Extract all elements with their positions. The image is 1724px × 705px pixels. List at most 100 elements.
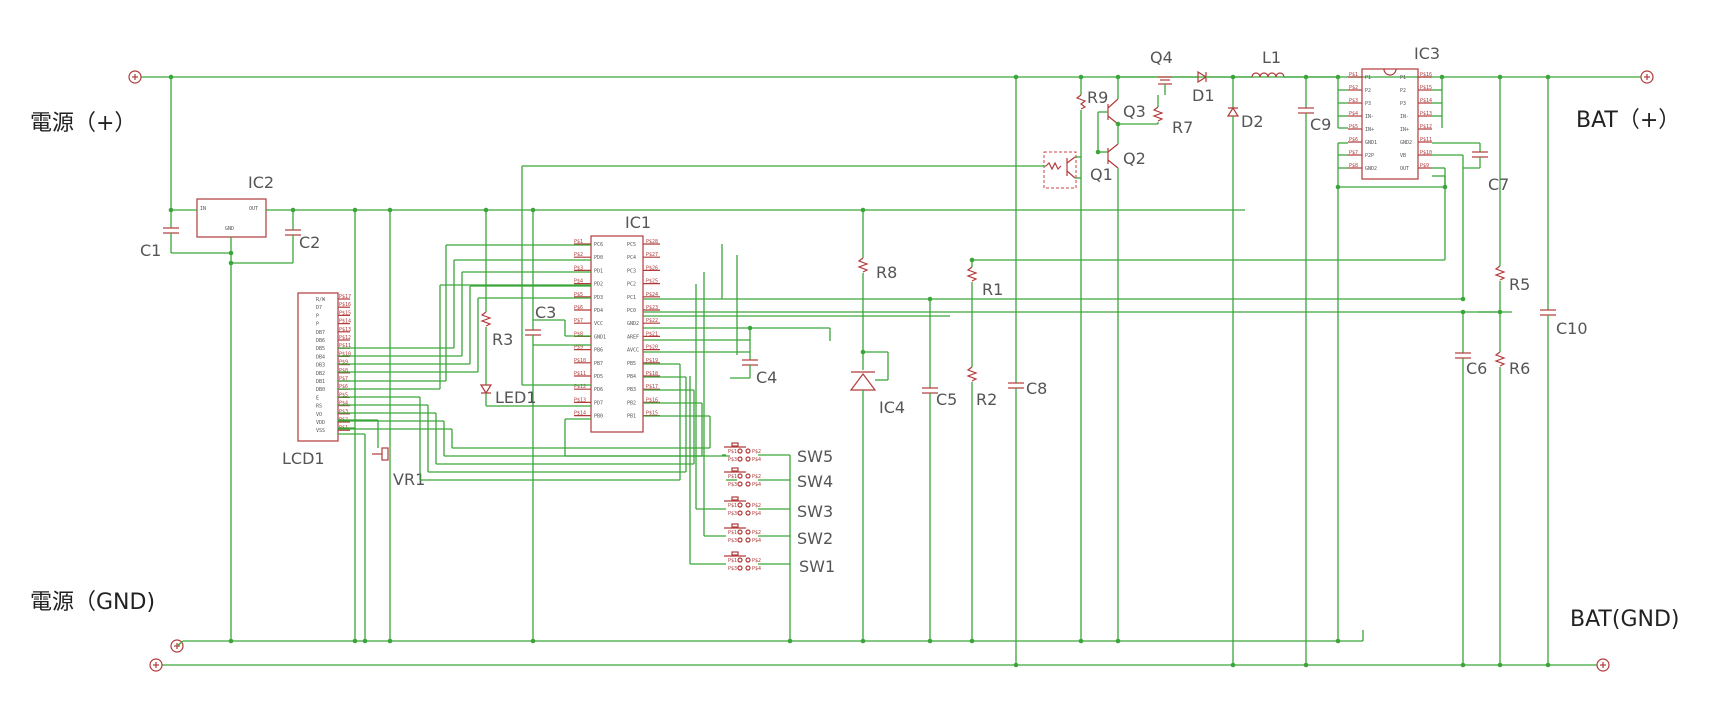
switch-pin: P$3 [728,566,737,572]
d1-diode: D1 [1172,70,1252,105]
switch-actuator [731,467,739,472]
switch-contact [745,510,751,516]
c2-capacitor: C2 [231,210,320,264]
switch-contact [745,502,751,508]
ic3-pin-num: P$12 [1420,124,1432,130]
junction-dot [228,250,234,256]
junction-dot [1078,638,1084,644]
ic1-pin-num: P$16 [646,397,658,403]
ic3-pin-num: P$7 [1349,150,1358,156]
switch-contact [737,473,743,479]
label-vin-plus: 電源（+） [30,111,136,136]
ic1-pin-name: PC3 [627,268,636,274]
sw4-label: SW4 [797,472,833,491]
junction-dot [483,207,489,213]
junction-dot [1335,74,1341,80]
l1-inductor: L1 [1251,48,1338,78]
svg-text:IC3: IC3 [1414,44,1440,63]
switch-pin: P$3 [728,482,737,488]
ic3-pin-name: VB [1400,153,1406,159]
switch-contact [737,529,743,535]
ic3-pin-name: P1 [1365,75,1371,81]
lcd-pin-num: P$11 [339,343,351,349]
ic1-pin-num: P$8 [574,331,583,337]
r9-resistor: R9 [1075,77,1108,641]
ic1-pin-name: PD4 [594,308,603,314]
svg-text:GND: GND [225,226,234,232]
ic1-pin-name: AVCC [627,348,639,354]
ic1-pin-name: PB6 [594,348,603,354]
ic3-pin-name: IN+ [1400,127,1409,133]
ic1-pin-num: P$23 [646,305,658,311]
lcd-pin-num: P$6 [339,384,348,390]
ic3-pin-num: P$6 [1349,137,1358,143]
junction-dot [787,638,793,644]
ic1-pin-num: P$10 [574,358,586,364]
switch-contact [737,557,743,563]
c9-capacitor: C9 [1298,77,1331,665]
ic3-pin-num: P$4 [1349,111,1358,117]
lcd-bus [338,244,730,481]
c1-capacitor: C1 [140,77,231,260]
junction-dot [1460,309,1466,315]
switch-pin: P$4 [752,457,761,463]
junction-dot [860,349,866,355]
lcd-pin-name: DB3 [316,363,325,369]
c7-capacitor: C7 [1463,143,1509,194]
ic3-pin-name: P1 [1400,75,1406,81]
switch-contact [737,565,743,571]
ic1-pin-name: AREF [627,334,639,340]
switch-pin: P$1 [728,474,737,480]
lcd-pin-name: RS [316,404,322,410]
ic1-pin-num: P$6 [574,305,583,311]
junction-dot [1497,662,1503,668]
q3-transistor: Q3 [1097,77,1158,152]
ic3-pin-num: P$15 [1420,85,1432,91]
junction-dot [1013,74,1019,80]
junction-dot [1460,662,1466,668]
ic3-pin-name: IN- [1400,114,1409,120]
ic1-pin-name: PD6 [594,387,603,393]
switch-pin: P$2 [752,503,761,509]
junction-dot [1439,74,1445,80]
ic1-pin-num: P$3 [574,265,583,271]
q4-mosfet: Q4 [1118,48,1173,95]
ic1-pin-num: P$28 [646,239,658,245]
svg-text:C3: C3 [535,303,556,322]
switch-pin: P$4 [752,538,761,544]
junction-dot [1442,184,1448,190]
switch-contact [737,537,743,543]
ic1-pin-num: P$5 [574,292,583,298]
ic2-regulator: IN OUT GND IC2 [171,173,1245,641]
junction-dot [1497,309,1503,315]
ic1-pin-num: P$14 [574,411,586,417]
sw3-label: SW3 [797,502,833,521]
junction-dot [860,638,866,644]
svg-text:R5: R5 [1509,275,1530,294]
ic1-pin-num: P$11 [574,371,586,377]
svg-text:OUT: OUT [249,206,258,212]
ic1-mcu: PC6P$1PD0P$2PD1P$3PD2P$4PD3P$5PD4P$6VCCP… [574,213,660,433]
ic3-charger: P1P$1P2P$2P3P$3IN-P$4IN+P$5GND1P$6P2PP$7… [1337,44,1480,641]
switch-pin: P$1 [728,558,737,564]
junction-dot [1095,149,1101,155]
ic1-pin-num: P$27 [646,252,658,258]
switch-contact [745,529,751,535]
junction-dot [860,207,866,213]
ic1-pin-name: PD3 [594,295,603,301]
svg-text:Q4: Q4 [1150,48,1173,67]
svg-text:C5: C5 [936,390,957,409]
switch-contact [745,456,751,462]
ic2-label: IC2 [248,173,274,192]
ic3-pin-num: P$10 [1420,150,1432,156]
ic1-pin-name: PC4 [627,255,636,261]
ic1-pin-num: P$20 [646,345,658,351]
ic3-pin-num: P$1 [1349,72,1358,78]
junction-dot [927,296,933,302]
ic3-pin-name: P3 [1365,101,1371,107]
svg-text:C1: C1 [140,241,161,260]
ic1-pin-name: PD0 [594,255,603,261]
junction-dot [1303,662,1309,668]
ic1-pin-name: PC1 [627,295,636,301]
lcd-pin-name: DB0 [316,387,325,393]
